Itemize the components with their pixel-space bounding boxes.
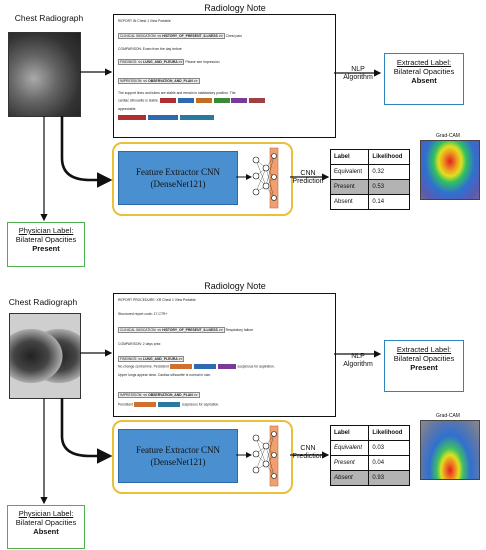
top-physician-title: Physician Label: xyxy=(18,226,74,235)
bottom-radiology-note: REPORT PROCEDURE: XR Chest 1 View Portab… xyxy=(113,293,336,417)
top-clinical-tag: CLINICAL INDICATION: << HISTORY_OF_PRESE… xyxy=(118,33,225,40)
bottom-redacted-chip xyxy=(193,364,216,369)
top-note-appreciable: appreciable xyxy=(118,107,136,111)
top-comparison: COMPARISON: Exam from the day before xyxy=(118,47,182,51)
top-nlp-label: NLP Algorithm xyxy=(343,66,373,82)
top-note-line1: REPORT IN Chest 1 View Portable xyxy=(118,19,171,23)
bottom-physician-value: Absent xyxy=(33,527,59,536)
top-extracted-value: Absent xyxy=(411,76,437,85)
bottom-note-line2: Structured report code: 17-CTR+ xyxy=(118,312,168,316)
bottom-gradcam-label: Grad-CAM xyxy=(436,413,460,419)
bottom-findings-c: Upper lungs appear clear. Cardiac silhou… xyxy=(118,373,212,377)
top-radiology-note: REPORT IN Chest 1 View Portable CLINICAL… xyxy=(113,14,336,138)
bottom-extracted-title: Extracted Label: xyxy=(396,345,452,354)
bottom-comparison: COMPARISON: 2 days prior. xyxy=(118,342,162,346)
bottom-redacted-chip xyxy=(134,402,157,407)
top-extracted-line: Bilateral Opacities xyxy=(393,67,455,76)
top-redacted-chip xyxy=(231,98,248,103)
top-extracted-title: Extracted Label: xyxy=(396,58,452,67)
top-clinical-text: Chest pain xyxy=(225,34,242,38)
top-redacted-chip xyxy=(159,98,176,103)
bottom-extracted-line: Bilateral Opacities xyxy=(393,354,455,363)
top-arrow-xray-to-cnn xyxy=(60,116,113,188)
top-xray-title: Chest Radiograph xyxy=(14,13,84,23)
bottom-feature-extractor: Feature Extractor CNN(DenseNet121) xyxy=(118,429,238,483)
bottom-clinical-text: Respiratory failure xyxy=(225,328,254,332)
top-note-cardiac-line: cardiac silhouette is stable. xyxy=(118,98,159,103)
top-chest-radiograph xyxy=(8,32,81,117)
top-redacted-chip xyxy=(195,98,212,103)
top-physician-line: Bilateral Opacities xyxy=(15,235,77,244)
top-findings-text: Please see impression xyxy=(185,60,220,64)
bottom-nlp-label: NLP Algorithm xyxy=(343,353,373,369)
top-redacted-chip xyxy=(249,98,266,103)
top-note-support-line: The support lines and tubes are stable a… xyxy=(118,91,236,95)
bottom-redacted-chip xyxy=(169,364,192,369)
bottom-impression-tag: IMPRESSION: << OBSERVATION_AND_PLAN >> xyxy=(118,392,200,399)
bottom-extracted-value: Present xyxy=(410,363,438,372)
bottom-gradcam-heatmap xyxy=(420,420,480,480)
top-gradcam-label: Grad-CAM xyxy=(436,133,460,139)
bottom-extracted-label-box: Extracted Label: Bilateral Opacities Pre… xyxy=(384,340,464,392)
bottom-redacted-chip xyxy=(157,402,180,407)
bottom-note-line1: REPORT PROCEDURE: XR Chest 1 View Portab… xyxy=(118,298,196,302)
top-extracted-label-box: Extracted Label: Bilateral Opacities Abs… xyxy=(384,53,464,105)
bottom-clinical-tag: CLINICAL INDICATION: << HISTORY_OF_PRESE… xyxy=(118,327,225,334)
top-findings-tag: FINDINGS: << LUNG_AND_PLEURA >> xyxy=(118,59,185,66)
top-impression-tag: IMPRESSION: << OBSERVATION_AND_PLAN >> xyxy=(118,78,200,85)
bottom-redacted-chip xyxy=(217,364,236,369)
bottom-findings-tag: FINDINGS: << LUNG_AND_PLEURA >> xyxy=(118,356,185,363)
top-physician-value: Present xyxy=(32,244,60,253)
bottom-arrow-xray-to-cnn xyxy=(60,398,113,464)
bottom-physician-title: Physician Label: xyxy=(18,509,74,518)
bottom-cnn-prediction-label: CNN Prediction xyxy=(292,445,324,461)
top-redacted-chip xyxy=(177,98,194,103)
bottom-physician-line: Bilateral Opacities xyxy=(15,518,77,527)
top-redacted-chip xyxy=(147,115,178,120)
top-redacted-chip xyxy=(179,115,214,120)
top-gradcam-heatmap xyxy=(420,140,480,200)
top-cnn-prediction-label: CNN Prediction xyxy=(292,170,324,186)
bottom-findings-a: No change central line. Persistent xyxy=(118,364,169,369)
top-physician-label-box: Physician Label: Bilateral Opacities Pre… xyxy=(7,222,85,267)
bottom-impression-a: Persistent xyxy=(118,402,134,407)
bottom-findings-b: suspicious for aspiration. xyxy=(237,364,275,369)
bottom-chest-radiograph xyxy=(9,313,81,399)
top-feature-extractor: Feature Extractor CNN(DenseNet121) xyxy=(118,151,238,205)
top-note-title: Radiology Note xyxy=(204,3,266,13)
top-redacted-chip xyxy=(213,98,230,103)
top-redacted-chip xyxy=(118,115,146,120)
bottom-physician-label-box: Physician Label: Bilateral Opacities Abs… xyxy=(7,505,85,549)
bottom-xray-title: Chest Radiograph xyxy=(8,297,78,307)
top-neural-network-icon xyxy=(252,147,279,209)
bottom-impression-b: suspicious for aspiration. xyxy=(181,402,220,407)
bottom-neural-network-icon xyxy=(252,425,279,487)
bottom-note-title: Radiology Note xyxy=(204,281,266,291)
